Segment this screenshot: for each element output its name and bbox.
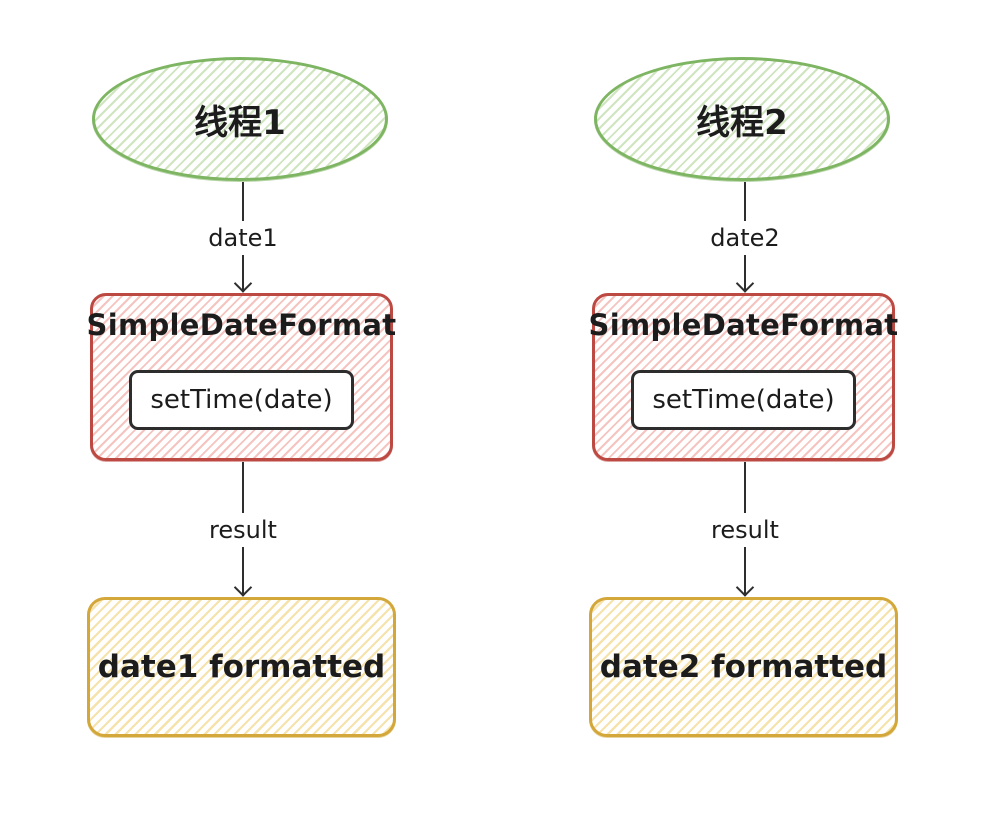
arrowhead-down-icon [735,274,755,293]
formatter-title: SimpleDateFormat [588,308,899,342]
method-box-thread2: setTime(date) [631,370,856,430]
arrow-label-date2: date2 [701,220,789,255]
arrow-thread2-to-formatter: date2 [675,182,815,293]
arrowhead-down-icon [233,578,253,597]
flow-column-thread2: 线程2 date2 SimpleDateFormat setTime(date)… [589,0,898,818]
thread1-node: 线程1 [92,57,388,181]
arrow-formatter-to-result-thread1: result [173,462,313,597]
method-box-thread1: setTime(date) [129,370,354,430]
arrow-label-result: result [702,512,788,547]
arrowhead-down-icon [233,274,253,293]
arrow-label-result: result [200,512,286,547]
method-label: setTime(date) [652,385,835,415]
thread2-node: 线程2 [594,57,890,181]
arrowhead-down-icon [735,578,755,597]
result-label: date2 formatted [599,649,888,685]
formatter-box-thread2: SimpleDateFormat setTime(date) [589,293,898,461]
method-label: setTime(date) [150,385,333,415]
result-box-thread2: date2 formatted [589,597,898,737]
thread1-label: 线程1 [194,102,286,143]
flow-column-thread1: 线程1 date1 SimpleDateFormat setTime(date)… [87,0,396,818]
thread2-label: 线程2 [696,102,788,143]
arrow-formatter-to-result-thread2: result [675,462,815,597]
arrow-label-date1: date1 [199,220,287,255]
result-box-thread1: date1 formatted [87,597,396,737]
arrow-thread1-to-formatter: date1 [173,182,313,293]
formatter-title: SimpleDateFormat [86,308,397,342]
formatter-box-thread1: SimpleDateFormat setTime(date) [87,293,396,461]
result-label: date1 formatted [97,649,386,685]
